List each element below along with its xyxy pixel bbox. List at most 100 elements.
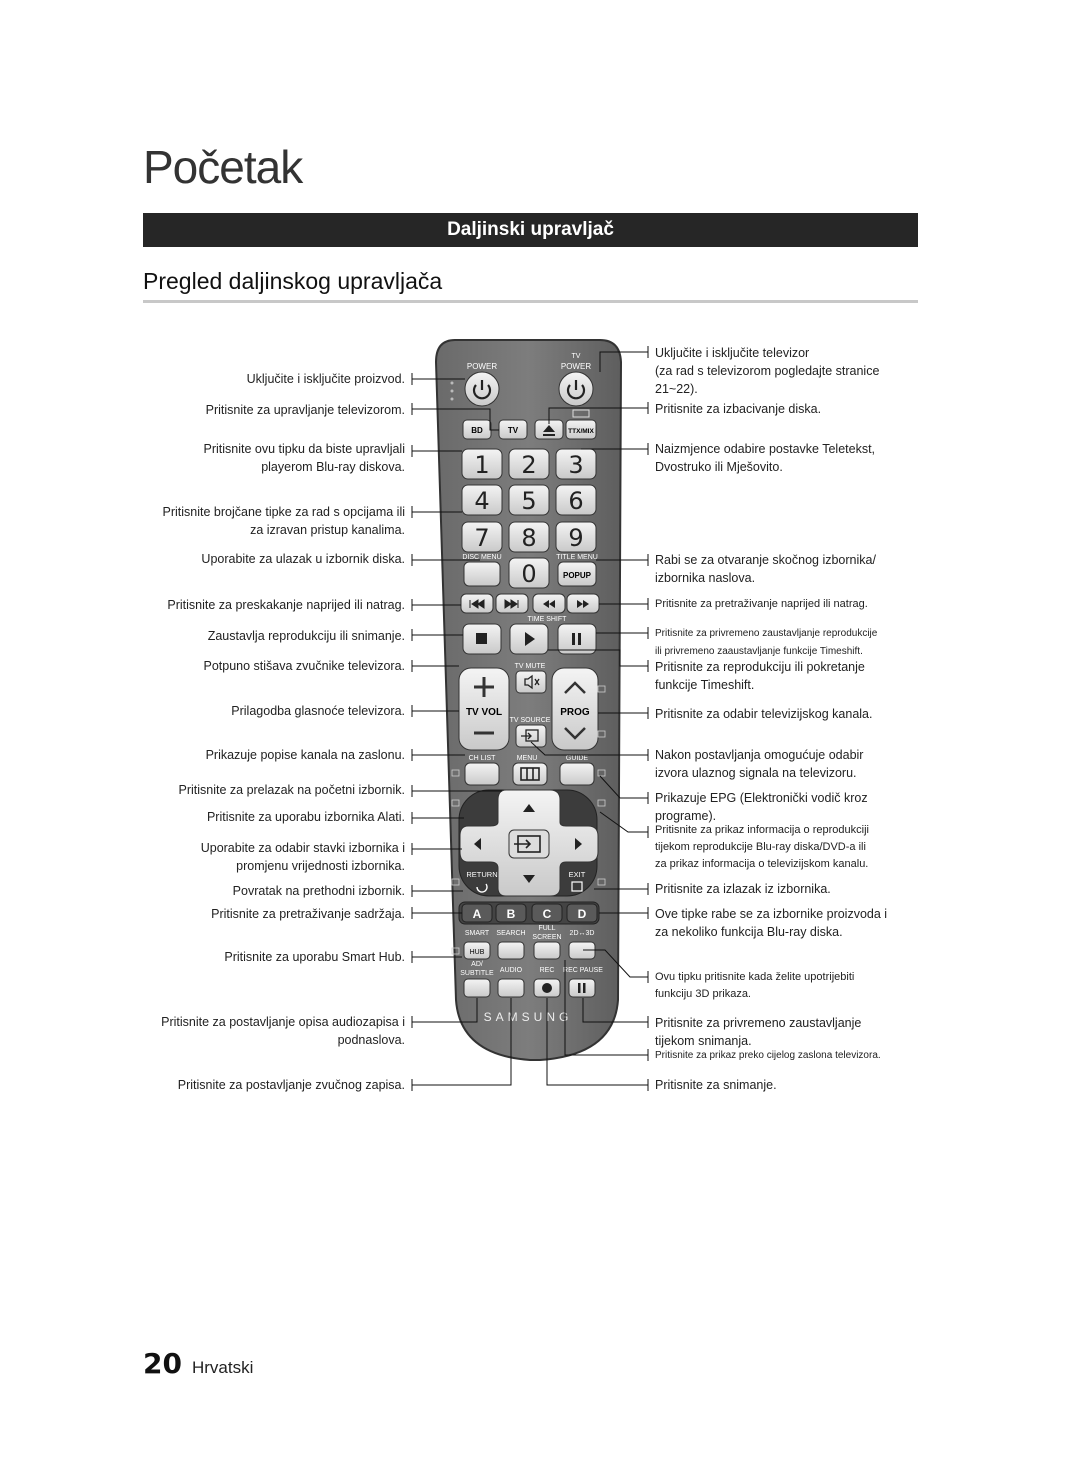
rec-label: REC [540, 967, 555, 974]
callout-line: Pritisnite za prikaz preko cijelog zaslo… [655, 1050, 881, 1061]
callout-line: Ovu tipku pritisnite kada želite upotrij… [655, 971, 855, 983]
pause-button[interactable] [557, 623, 597, 655]
callout-line: Pritisnite za postavljanje zvučnog zapis… [177, 1078, 405, 1092]
digit-1-button[interactable] [461, 448, 503, 480]
tv-source-label: TV SOURCE [510, 717, 551, 724]
tv-label: TV [508, 426, 519, 435]
callout-line: 21~22). [655, 382, 698, 396]
digit-9-label: 9 [568, 524, 583, 552]
tv-mute-label: TV MUTE [515, 663, 546, 670]
digit-5-label: 5 [521, 487, 536, 515]
callout-right-10: Pritisnite za prikaz informacija o repro… [655, 822, 925, 873]
audio-label: AUDIO [500, 967, 523, 974]
color-key-c-button[interactable] [531, 903, 563, 923]
ttx-mix-button[interactable] [565, 419, 597, 440]
leader-right-16 [546, 998, 649, 1091]
color-key-d-label: D [578, 907, 587, 921]
ad-label: AD/ [471, 961, 483, 968]
disc-menu-button[interactable] [463, 561, 501, 587]
callout-left-11: Pritisnite za uporabu izbornika Alati. [143, 808, 405, 826]
menu-icon [520, 767, 540, 781]
digit-4-button[interactable] [461, 484, 503, 516]
callout-line: funkcije Timeshift. [655, 678, 755, 692]
prog-rocker[interactable] [551, 667, 599, 751]
leader-right-12 [599, 907, 649, 919]
color-key-b-button[interactable] [495, 903, 527, 923]
callout-right-5: Pritisnite za privremeno zaustavljanje r… [655, 625, 925, 661]
color-key-d-button[interactable] [566, 903, 598, 923]
guide-button[interactable] [559, 762, 595, 786]
rec-pause-label: REC PAUSE [563, 967, 603, 974]
fast-forward-icon [577, 600, 589, 608]
leader-left-1 [411, 403, 499, 431]
popup-button[interactable] [557, 561, 597, 587]
skip-back-icon [469, 599, 485, 609]
digit-8-button[interactable] [508, 521, 550, 553]
title-menu-label: TITLE MENU [556, 554, 598, 561]
leader-right-1 [548, 402, 649, 424]
tv-mute-button[interactable] [515, 670, 547, 694]
digit-0-button[interactable] [508, 557, 550, 589]
digit-4-label: 4 [474, 487, 489, 515]
rec-pause-button[interactable] [568, 978, 596, 998]
popup-label: POPUP [563, 571, 592, 580]
callout-right-12: Ove tipke rabe se za izbornike proizvoda… [655, 905, 925, 941]
skip-fwd-icon [504, 599, 519, 609]
digit-2-button[interactable] [508, 448, 550, 480]
callout-left-3: Pritisnite brojčane tipke za rad s opcij… [143, 503, 405, 539]
exit-label: EXIT [569, 870, 586, 879]
leader-right-4 [599, 598, 649, 610]
callout-left-1: Pritisnite za upravljanje televizorom. [143, 401, 405, 419]
audio-button[interactable] [497, 978, 525, 998]
callout-left-8: Prilagodba glasnoće televizora. [143, 702, 405, 720]
left-arrow-icon [474, 838, 481, 850]
callout-line: programe). [655, 809, 717, 823]
callout-line: Pritisnite za izlazak iz izbornika. [655, 882, 831, 896]
ad-subtitle-button[interactable] [463, 978, 491, 998]
callout-line: Pritisnite ovu tipku da biste upravljali [203, 442, 406, 456]
search-button[interactable] [497, 941, 525, 960]
callout-line: Pritisnite za pretraživanje sadržaja. [211, 907, 405, 921]
menu-button[interactable] [512, 762, 548, 786]
digit-5-button[interactable] [508, 484, 550, 516]
digit-9-button[interactable] [555, 521, 597, 553]
side-dots [450, 381, 454, 401]
vol-up-icon [474, 677, 494, 697]
leader-right-11 [594, 883, 649, 895]
leader-left-7 [411, 660, 459, 672]
callout-line: tijekom snimanja. [655, 1034, 752, 1048]
leader-lines [411, 346, 649, 1091]
tv-vol-rocker[interactable] [458, 667, 510, 751]
leader-left-6 [411, 629, 463, 641]
bd-label: BD [471, 426, 483, 435]
callout-left-15: Pritisnite za uporabu Smart Hub. [143, 948, 405, 966]
tv-small-label: TV [572, 353, 581, 360]
callout-left-6: Zaustavlja reprodukciju ili snimanje. [143, 627, 405, 645]
full-screen-button[interactable] [533, 941, 561, 960]
leader-right-3 [596, 554, 649, 566]
callout-left-13: Povratak na prethodni izbornik. [143, 882, 405, 900]
digit-6-button[interactable] [555, 484, 597, 516]
callout-line: Rabi se za otvaranje skočnog izbornika/ [655, 553, 876, 567]
power-label: POWER [467, 362, 497, 371]
teletext-icon [572, 409, 590, 418]
digit-7-button[interactable] [461, 521, 503, 553]
ch-list-button[interactable] [464, 762, 500, 786]
menu-label: MENU [517, 755, 538, 762]
tv-power-label: POWER [561, 362, 591, 371]
prog-label: PROG [560, 707, 590, 718]
ttx-label: TTX/MIX [568, 428, 594, 435]
callout-right-1: Pritisnite za izbacivanje diska. [655, 400, 925, 418]
callout-right-15: Pritisnite za prikaz preko cijelog zaslo… [655, 1047, 925, 1065]
prog-up-icon [564, 681, 586, 694]
smart-hub-button[interactable] [463, 941, 491, 960]
callout-line: Prikazuje popise kanala na zaslonu. [205, 748, 405, 762]
callout-line: Pritisnite za postavljanje opisa audioza… [161, 1015, 405, 1029]
leader-right-7 [598, 707, 649, 719]
callout-right-7: Pritisnite za odabir televizijskog kanal… [655, 705, 925, 723]
digit-3-button[interactable] [555, 448, 597, 480]
